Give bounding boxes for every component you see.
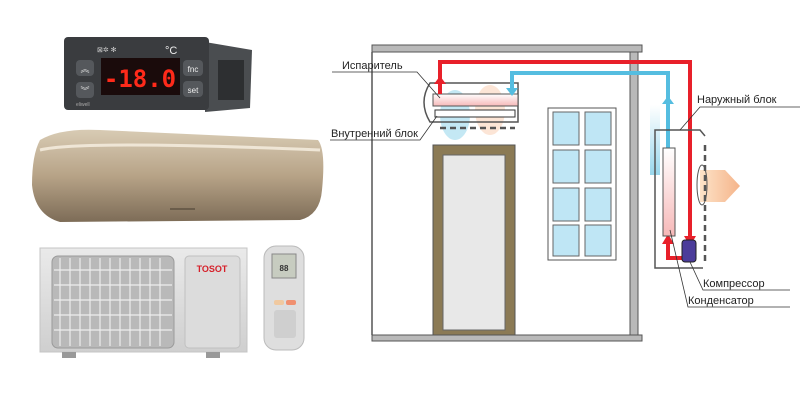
label-compressor: Компрессор xyxy=(703,278,765,290)
fnc-label: fnc xyxy=(188,65,199,74)
refrigerant-hot-line xyxy=(434,60,696,260)
temperature-readout: -18.0 xyxy=(104,65,176,93)
label-indoor-unit: Внутренний блок xyxy=(331,128,418,140)
label-condenser: Конденсатор xyxy=(688,295,754,307)
up-button[interactable] xyxy=(76,60,94,76)
tosot-logo: TOSOT xyxy=(197,264,228,274)
chevron-up-icon: ︽ xyxy=(80,64,89,74)
window xyxy=(547,107,617,261)
remote-display-value: 88 xyxy=(280,264,289,273)
remote-screen xyxy=(271,253,297,279)
door xyxy=(432,144,516,336)
compressor xyxy=(681,239,697,263)
celsius-unit: °C xyxy=(165,45,177,57)
set-button[interactable] xyxy=(183,81,203,97)
indoor-split-unit xyxy=(32,129,324,222)
heat-exhaust-arrow xyxy=(700,170,740,202)
down-button[interactable] xyxy=(76,82,94,98)
set-label: set xyxy=(188,86,199,95)
indoor-unit-diagram xyxy=(423,82,519,130)
fan-icon xyxy=(696,164,708,206)
temperature-controller: ⊠✲ ✻ °C -18.0 ︽ ︾ fnc set eliwell xyxy=(64,37,252,112)
fan-grille xyxy=(54,258,172,346)
brand-logo: eliwell xyxy=(76,102,90,108)
led-display xyxy=(101,58,180,95)
condenser xyxy=(662,147,676,237)
outdoor-unit-photo: TOSOT xyxy=(39,247,248,358)
remote-button[interactable] xyxy=(274,300,284,305)
leader-lines xyxy=(330,71,800,308)
remote-button[interactable] xyxy=(286,300,296,305)
fnc-button[interactable] xyxy=(183,60,203,76)
remote-control: 88 xyxy=(263,245,305,351)
label-evaporator: Испаритель xyxy=(342,60,403,72)
outdoor-unit-diagram xyxy=(654,129,740,269)
label-outdoor-unit: Наружный блок xyxy=(697,94,777,106)
chevron-down-icon: ︾ xyxy=(80,86,89,96)
status-icons: ⊠✲ ✻ xyxy=(97,46,117,54)
evaporator xyxy=(432,93,519,107)
